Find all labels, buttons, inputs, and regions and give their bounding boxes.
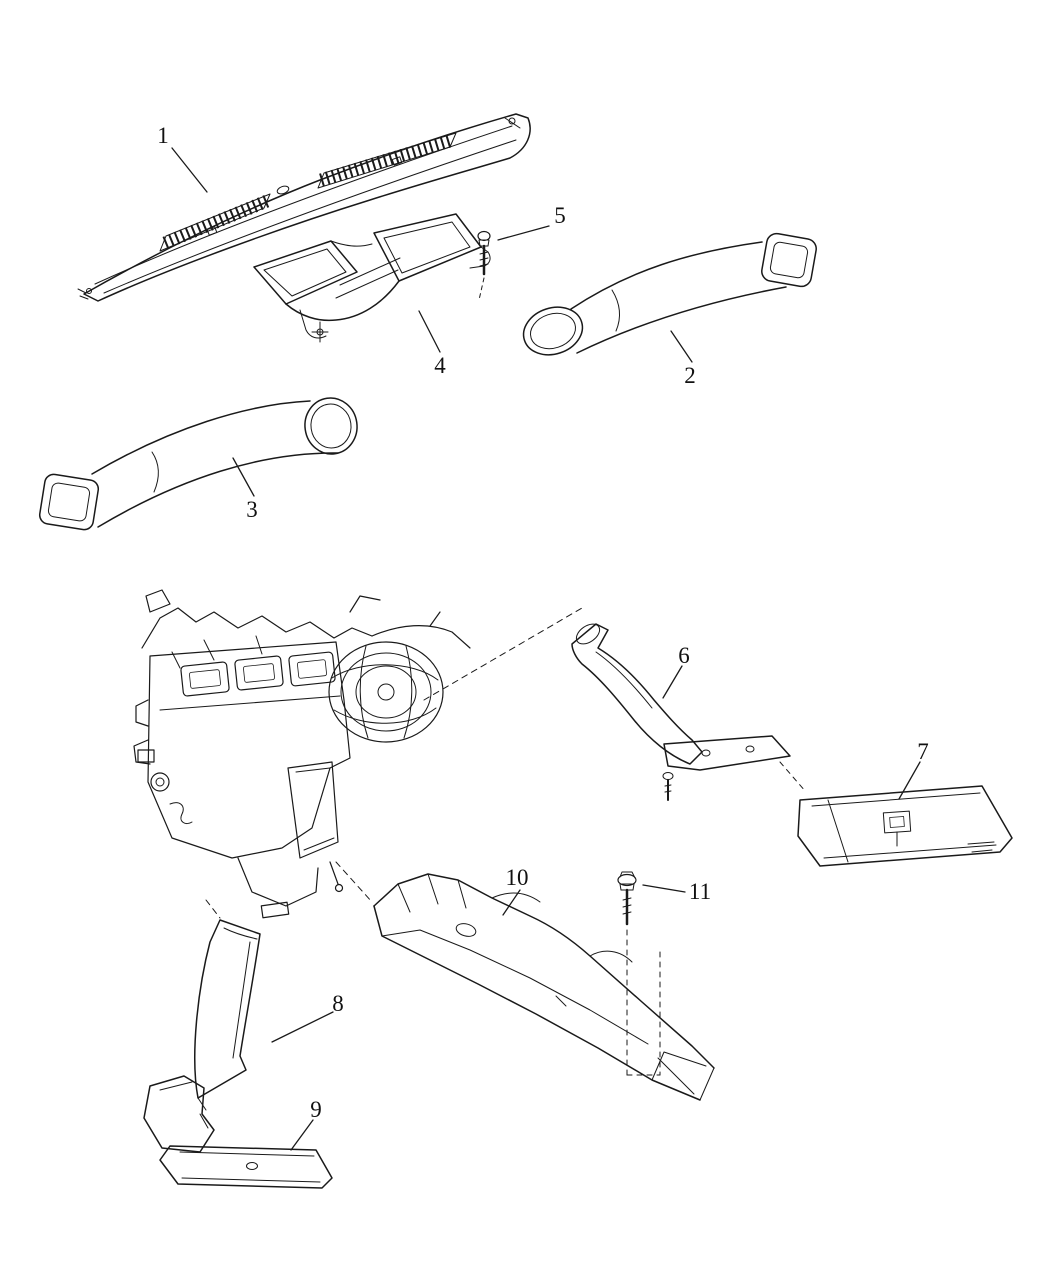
callout-7: 7: [917, 739, 929, 764]
callout-6: 6: [678, 643, 690, 668]
callout-8: 8: [332, 991, 344, 1016]
part-2-air-duct-right: [517, 232, 817, 362]
part-1-defroster-duct: [78, 114, 530, 301]
part-9-duct-panel: [144, 1076, 332, 1188]
callout-3: 3: [246, 497, 258, 522]
callout-4: 4: [434, 353, 446, 378]
part-3-air-duct-left: [38, 395, 360, 531]
part-10-floor-duct: [374, 874, 714, 1100]
callout-11: 11: [688, 879, 712, 904]
hvac-unit-assembly: [134, 590, 470, 918]
callout-5: 5: [554, 203, 566, 228]
part-5-screw: [478, 232, 490, 301]
callout-9: 9: [310, 1097, 322, 1122]
callout-leader-lines: [172, 148, 920, 1150]
callout-10: 10: [505, 865, 529, 890]
part-7-rear-duct-panel: [798, 786, 1012, 866]
callout-1: 1: [157, 123, 169, 148]
callout-2: 2: [684, 363, 696, 388]
part-6-demister-duct: [572, 620, 806, 800]
part-4-distribution-duct: [254, 214, 490, 342]
part-11-screw: [618, 872, 660, 1075]
construction-lines: [206, 608, 582, 918]
part-8-lower-duct: [195, 920, 260, 1110]
